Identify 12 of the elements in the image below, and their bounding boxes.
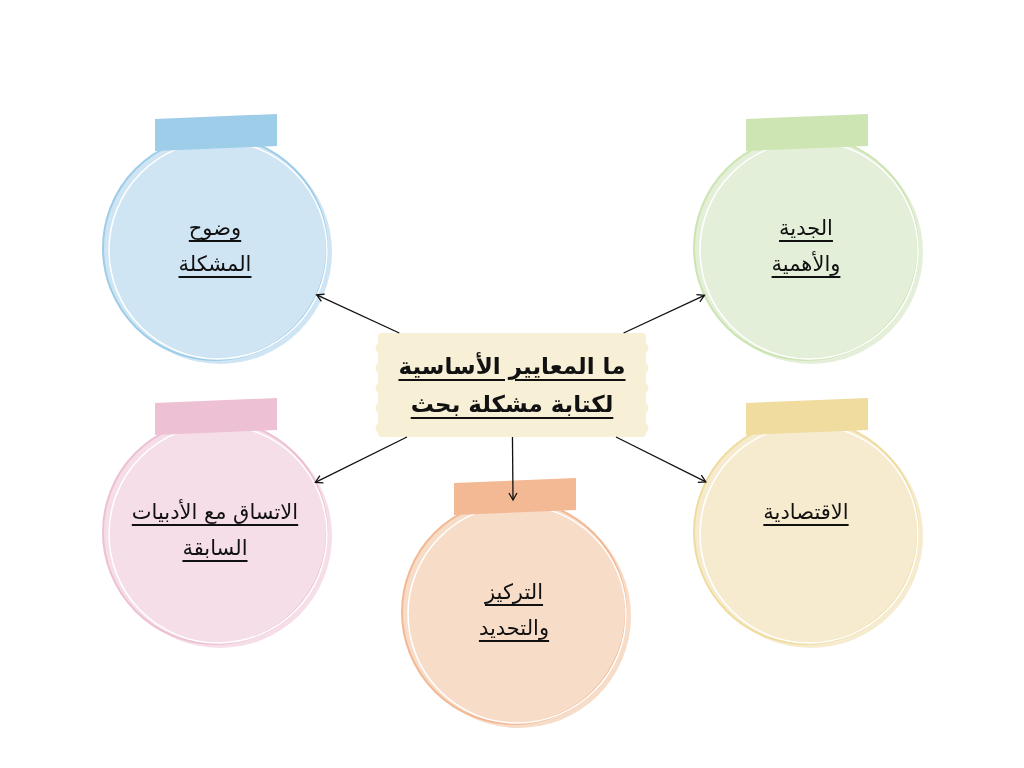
node-label: الاقتصادية — [763, 499, 849, 526]
title-banner — [378, 333, 646, 437]
node-label: الجدية والأهمية — [770, 215, 842, 278]
arrow — [316, 293, 400, 334]
node-label: الاتساق مع الأدبيات السابقة — [130, 498, 300, 562]
node-label: وضوح المشكلة — [177, 215, 253, 278]
node-label: ما المعايير الأساسية لكتابة مشكلة بحث — [397, 351, 627, 419]
arrow — [508, 436, 518, 501]
arrow — [615, 436, 707, 483]
node-label: التركيز والتحديد — [477, 579, 551, 642]
arrow — [622, 294, 706, 334]
arrow — [314, 436, 408, 484]
